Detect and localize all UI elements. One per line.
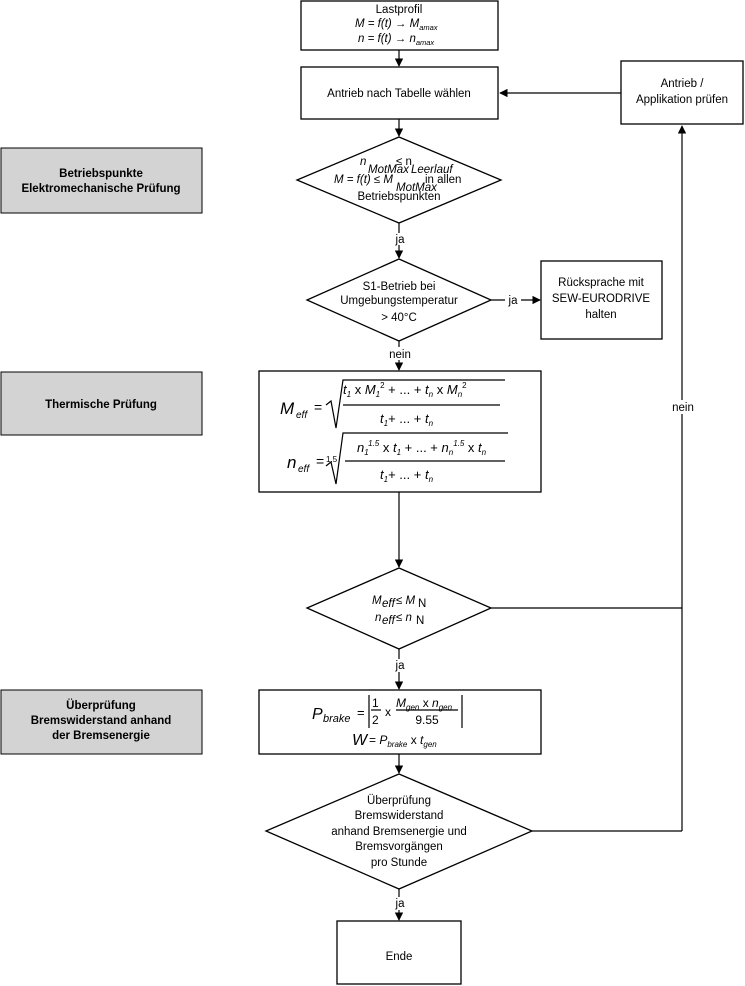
svg-text:1.5: 1.5 xyxy=(326,455,338,464)
svg-text:n: n xyxy=(287,453,296,472)
svg-text:Bremsvorgängen: Bremsvorgängen xyxy=(355,841,443,853)
svg-text:= Pbrake x tgen: = Pbrake x tgen xyxy=(369,733,437,749)
edge-label-nein: nein xyxy=(389,349,411,361)
side-label-betriebspunkte: Betriebspunkte Elektromechanische Prüfun… xyxy=(0,147,203,214)
decision-bremse: Überprüfung Bremswiderstand anhand Brems… xyxy=(264,773,534,890)
node-ende: Ende xyxy=(336,920,462,985)
node-antrieb-pruefen-line: Antrieb / xyxy=(661,78,705,90)
side-label-line: der Bremsenergie xyxy=(52,730,150,742)
node-antrieb-pruefen-line: Applikation prüfen xyxy=(636,94,728,106)
svg-text:2: 2 xyxy=(372,713,379,727)
node-antrieb-pruefen: Antrieb / Applikation prüfen xyxy=(620,60,744,125)
edge-label-ja: ja xyxy=(508,295,519,307)
svg-text:MotMax: MotMax xyxy=(368,164,410,176)
svg-text:1: 1 xyxy=(372,696,379,710)
decision-betriebspunkte: n MotMax ≤ n Leerlauf M = f(t) ≤ M MotMa… xyxy=(295,136,503,224)
svg-text:x: x xyxy=(385,705,391,719)
svg-text:in allen: in allen xyxy=(425,174,461,186)
edge-label-ja: ja xyxy=(395,898,406,910)
svg-text:Bremswiderstand: Bremswiderstand xyxy=(355,810,444,822)
side-label-line: Bremswiderstand anhand xyxy=(31,715,172,727)
svg-text:eff: eff xyxy=(382,615,397,627)
svg-text:SEW-EURODRIVE: SEW-EURODRIVE xyxy=(552,293,651,305)
decision-eff: M eff ≤ M N n eff ≤ n N xyxy=(305,567,493,650)
svg-text:anhand Bremsenergie und: anhand Bremsenergie und xyxy=(331,826,467,838)
svg-text:9.55: 9.55 xyxy=(415,713,439,727)
svg-text:Rücksprache mit: Rücksprache mit xyxy=(558,277,644,289)
svg-text:=: = xyxy=(357,705,365,720)
svg-text:W: W xyxy=(352,732,369,749)
svg-text:Umgebungstemperatur: Umgebungstemperatur xyxy=(340,295,458,307)
node-lastprofil-line1: M = f(t) → Mamax xyxy=(355,18,438,32)
svg-text:M: M xyxy=(280,399,295,418)
svg-text:N: N xyxy=(418,598,426,610)
svg-text:t1 x M12 + ... + tn x Mn2: t1 x M12 + ... + tn x Mn2 xyxy=(343,381,467,399)
svg-text:Überprüfung: Überprüfung xyxy=(367,795,431,807)
edge-label-ja: ja xyxy=(395,234,406,246)
side-label-bremse: Überprüfung Bremswiderstand anhand der B… xyxy=(0,689,203,755)
svg-text:t1+ ... + tn: t1+ ... + tn xyxy=(380,411,434,428)
svg-text:≤ n: ≤ n xyxy=(396,612,412,624)
edge-label-nein: nein xyxy=(672,402,694,414)
svg-text:eff: eff xyxy=(298,464,310,475)
svg-text:brake: brake xyxy=(323,713,351,725)
svg-text:P: P xyxy=(312,706,323,723)
svg-text:n: n xyxy=(375,612,381,624)
node-ruecksprache: Rücksprache mit SEW-EURODRIVE halten xyxy=(540,260,663,340)
svg-text:eff: eff xyxy=(296,410,308,421)
svg-text:MotMax: MotMax xyxy=(396,182,438,194)
side-label-line: Elektromechanische Prüfung xyxy=(21,183,180,195)
svg-text:eff: eff xyxy=(382,598,397,610)
svg-text:≤ M: ≤ M xyxy=(396,595,416,607)
node-lastprofil-title: Lastprofil xyxy=(376,4,423,16)
formula-bremse: P brake = 1 2 x Mgen x ngen 9.55 W = Pbr… xyxy=(258,689,542,755)
node-lastprofil: Lastprofil M = f(t) → Mamax n = f(t) → n… xyxy=(300,0,499,51)
side-label-line: Überprüfung xyxy=(66,699,136,712)
svg-text:halten: halten xyxy=(585,309,616,321)
decision-s1-betrieb: S1-Betrieb bei Umgebungstemperatur > 40°… xyxy=(305,258,493,342)
svg-text:Betriebspunkten: Betriebspunkten xyxy=(357,191,440,203)
svg-text:S1-Betrieb bei: S1-Betrieb bei xyxy=(363,281,436,293)
node-antrieb-waehlen: Antrieb nach Tabelle wählen xyxy=(300,66,499,120)
node-antrieb-waehlen-label: Antrieb nach Tabelle wählen xyxy=(327,88,471,100)
svg-text:n: n xyxy=(360,156,366,168)
svg-text:> 40°C: > 40°C xyxy=(381,312,417,324)
formula-thermisch: M eff = t1 x M12 + ... + tn x Mn2 t1+ ..… xyxy=(258,370,542,493)
svg-text:M = f(t) ≤ M: M = f(t) ≤ M xyxy=(334,174,393,186)
svg-text:Leerlauf: Leerlauf xyxy=(411,164,454,176)
side-label-line: Betriebspunkte xyxy=(59,168,143,180)
svg-text:pro Stunde: pro Stunde xyxy=(371,857,427,869)
svg-text:t1+ ... + tn: t1+ ... + tn xyxy=(380,467,434,484)
svg-text:≤ n: ≤ n xyxy=(396,156,412,168)
side-label-line: Thermische Prüfung xyxy=(45,399,157,411)
svg-text:=: = xyxy=(316,453,324,469)
svg-text:M: M xyxy=(372,595,382,607)
svg-text:N: N xyxy=(416,615,424,627)
node-lastprofil-line2: n = f(t) → namax xyxy=(358,33,434,47)
side-label-thermisch: Thermische Prüfung xyxy=(0,371,203,436)
svg-text:Ende: Ende xyxy=(386,951,413,963)
edge-label-ja: ja xyxy=(395,660,406,672)
svg-text:=: = xyxy=(314,399,322,415)
